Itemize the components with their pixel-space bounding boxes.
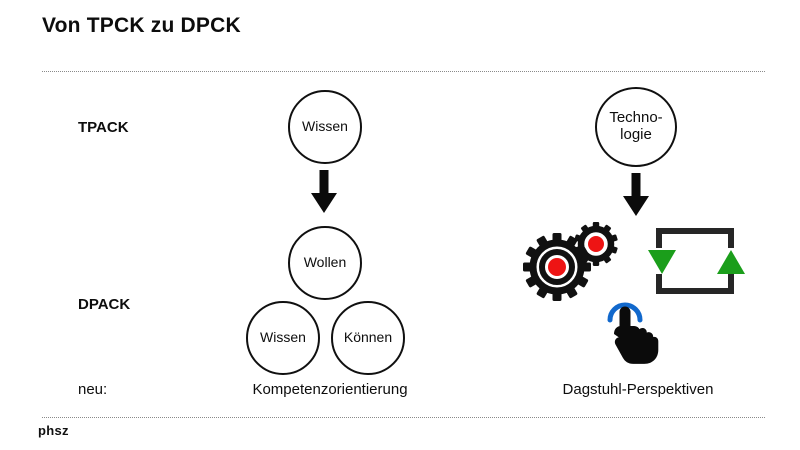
circle-technologie: Techno- logie — [595, 87, 677, 167]
down-arrow-icon-left — [309, 170, 339, 214]
header-divider — [42, 71, 765, 72]
page-title: Von TPCK zu DPCK — [42, 14, 241, 37]
caption-kompetenzorientierung: Kompetenzorientierung — [252, 381, 408, 398]
circle-wissen-dpack: Wissen — [246, 301, 320, 375]
circle-technologie-line2: logie — [620, 126, 652, 143]
footer-brand: phsz — [38, 423, 69, 438]
loop-arrows-icon — [648, 226, 745, 298]
circle-wissen-tpack: Wissen — [288, 90, 362, 164]
down-arrow-icon-right — [621, 173, 651, 217]
footer-divider — [42, 417, 765, 418]
touch-hand-icon — [600, 294, 664, 364]
gears-icon — [523, 222, 622, 301]
circle-koennen-dpack: Können — [331, 301, 405, 375]
circle-technologie-line1: Techno- — [609, 109, 663, 127]
row-label-tpack: TPACK — [78, 119, 129, 136]
row-label-new: neu: — [78, 381, 108, 398]
caption-dagstuhl-perspektiven: Dagstuhl-Perspektiven — [562, 381, 714, 398]
row-label-dpack: DPACK — [78, 296, 131, 313]
circle-wollen-dpack: Wollen — [288, 226, 362, 300]
